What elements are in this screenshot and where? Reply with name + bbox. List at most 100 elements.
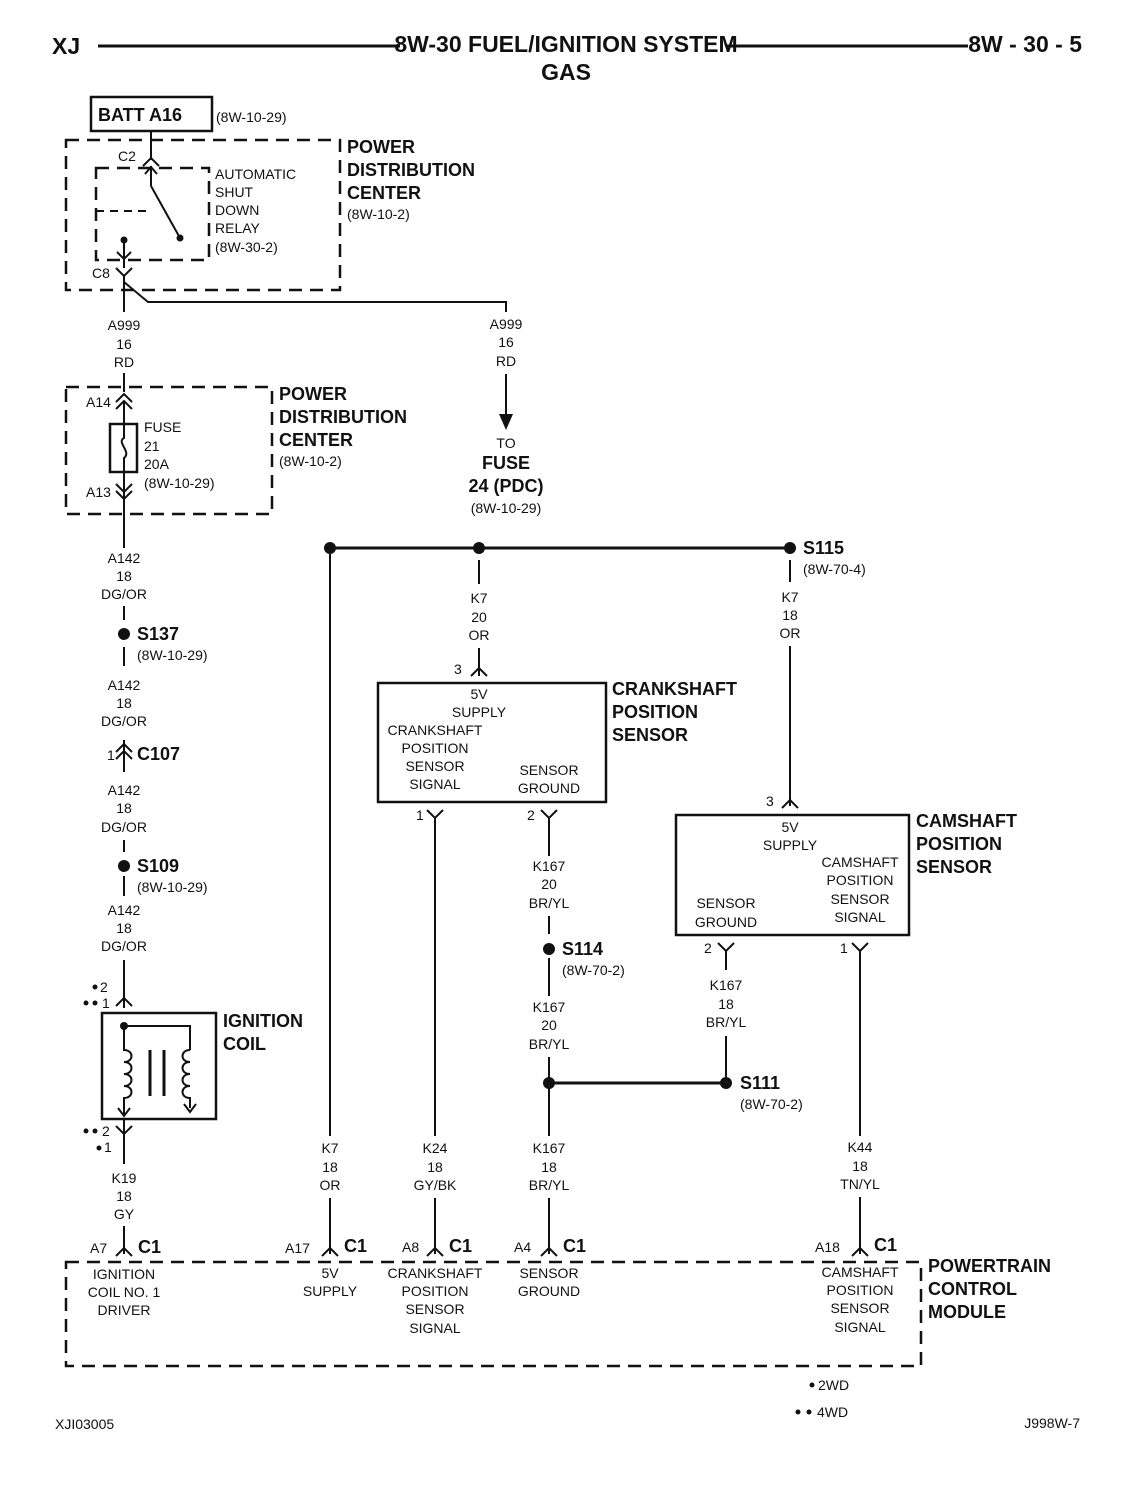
splice-s137-dot [118,628,130,640]
pcm-pin-a4-label: A4 [514,1239,531,1255]
pcm-pin-a8-label: A8 [402,1239,419,1255]
fuse-21-label-1: FUSE [144,419,181,435]
crank-name-1: CRANKSHAFT [612,679,737,699]
cam-pin1-label: 1 [840,940,848,956]
crank-pin1-connector-symbol [426,809,444,820]
header-model: XJ [52,33,80,59]
svg-text:SUPPLY: SUPPLY [452,704,507,720]
splice-s114-dot [543,943,555,955]
ignition-coil-name-1: IGNITION [223,1011,303,1031]
svg-text:SENSOR: SENSOR [519,762,578,778]
wire-a999-left-label: A999 16 RD [108,317,141,370]
svg-text:K7: K7 [321,1140,338,1156]
asd-relay-box [94,166,211,262]
svg-text:GROUND: GROUND [518,1283,580,1299]
splice-s137-ref: (8W-10-29) [137,647,208,663]
svg-text:CAMSHAFT: CAMSHAFT [822,1264,899,1280]
batt-ref: (8W-10-29) [216,109,287,125]
splice-s114-label: S114 [562,939,603,959]
splice-s111-dot [720,1077,732,1089]
crank-pin3-connector-symbol [470,666,488,677]
relay-switch-contact [150,185,181,239]
svg-text:POSITION: POSITION [402,740,469,756]
pcm-pin-a17-symbol [321,1246,339,1257]
pdc-mid-name-2: DISTRIBUTION [279,407,407,427]
svg-text:2: 2 [100,979,108,995]
batt-label: BATT A16 [98,105,182,125]
svg-text:18: 18 [718,996,734,1012]
arrow-down-icon [499,414,513,430]
svg-text:18: 18 [116,1188,132,1204]
svg-text:POSITION: POSITION [402,1283,469,1299]
svg-text:OR: OR [469,627,490,643]
splice-s109-ref: (8W-10-29) [137,879,208,895]
pdc-top-ref: (8W-10-2) [347,206,410,222]
connector-c107-symbol [115,742,133,760]
splice-s115-ref: (8W-70-4) [803,561,866,577]
svg-text:A142: A142 [108,782,141,798]
legend-4wd: 4WD [817,1404,848,1420]
camshaft-position-sensor: CAMSHAFT POSITION SENSOR 5V SUPPLY CAMSH… [674,811,1017,937]
svg-text:K167: K167 [533,999,566,1015]
svg-text:TN/YL: TN/YL [840,1176,880,1192]
svg-text:SENSOR: SENSOR [696,895,755,911]
svg-text:CAMSHAFT: CAMSHAFT [822,854,899,870]
connector-c2-symbol [142,156,160,167]
pdc-top-name-3: CENTER [347,183,421,203]
splice-s137-label: S137 [137,624,179,644]
svg-text:K167: K167 [533,858,566,874]
svg-text:DG/OR: DG/OR [101,819,147,835]
crankshaft-position-sensor: CRANKSHAFT POSITION SENSOR 5V SUPPLY CRA… [376,679,737,804]
svg-text:5V: 5V [321,1265,339,1281]
svg-text:SIGNAL: SIGNAL [409,1320,461,1336]
svg-text:GY: GY [114,1206,135,1222]
splice-s115-label: S115 [803,538,844,558]
crank-name-2: POSITION [612,702,698,722]
svg-text:SIGNAL: SIGNAL [409,776,461,792]
svg-text:OR: OR [780,625,801,641]
powertrain-control-module: POWERTRAIN CONTROL MODULE A7 C1 A17 C1 A… [64,1235,1051,1368]
connector-c107-label: C107 [137,744,180,764]
footer-code-right: J998W-7 [1024,1415,1080,1431]
coil-top-connector-symbol [115,996,133,1007]
svg-text:K7: K7 [781,589,798,605]
wire-k19-label: K19 18 GY [112,1170,137,1222]
svg-text:K7: K7 [470,590,487,606]
wire-k7-18-right-label: K7 18 OR [780,589,801,641]
svg-text:18: 18 [852,1158,868,1174]
cam-name-3: SENSOR [916,857,992,877]
svg-text:18: 18 [116,695,132,711]
fuse-21-label-4: (8W-10-29) [144,475,215,491]
ignition-coil: IGNITION COIL [100,1011,303,1121]
splice-s111-label: S111 [740,1073,780,1093]
svg-text:DG/OR: DG/OR [101,713,147,729]
svg-text:COIL NO. 1: COIL NO. 1 [88,1284,161,1300]
crank-pin1-label: 1 [416,807,424,823]
fuse-21-label-3: 20A [144,456,170,472]
coil-bottom-connector-symbol [115,1125,133,1136]
svg-text:SIGNAL: SIGNAL [834,909,886,925]
svg-text:DG/OR: DG/OR [101,586,147,602]
relay-label-5: (8W-30-2) [215,239,278,255]
svg-text:POSITION: POSITION [827,872,894,888]
svg-text:POSITION: POSITION [827,1282,894,1298]
wire-k24-label: K24 18 GY/BK [414,1140,457,1193]
svg-text:A999: A999 [490,316,523,332]
svg-text:A142: A142 [108,550,141,566]
crank-pin2-connector-symbol [540,809,558,820]
connector-a14-label: A14 [86,394,111,410]
svg-text:5V: 5V [470,686,488,702]
crank-pin3-label: 3 [454,661,462,677]
svg-text:CRANKSHAFT: CRANKSHAFT [388,1265,483,1281]
pdc-top-name-1: POWER [347,137,415,157]
crank-name-3: SENSOR [612,725,688,745]
svg-text:SIGNAL: SIGNAL [834,1319,886,1335]
one-dot-icon [809,1382,815,1388]
svg-text:K44: K44 [848,1139,873,1155]
svg-text:18: 18 [322,1159,338,1175]
svg-text:SENSOR: SENSOR [405,758,464,774]
svg-text:SENSOR: SENSOR [519,1265,578,1281]
pcm-conn-c1-label-4: C1 [563,1236,586,1256]
svg-text:SENSOR: SENSOR [830,1300,889,1316]
